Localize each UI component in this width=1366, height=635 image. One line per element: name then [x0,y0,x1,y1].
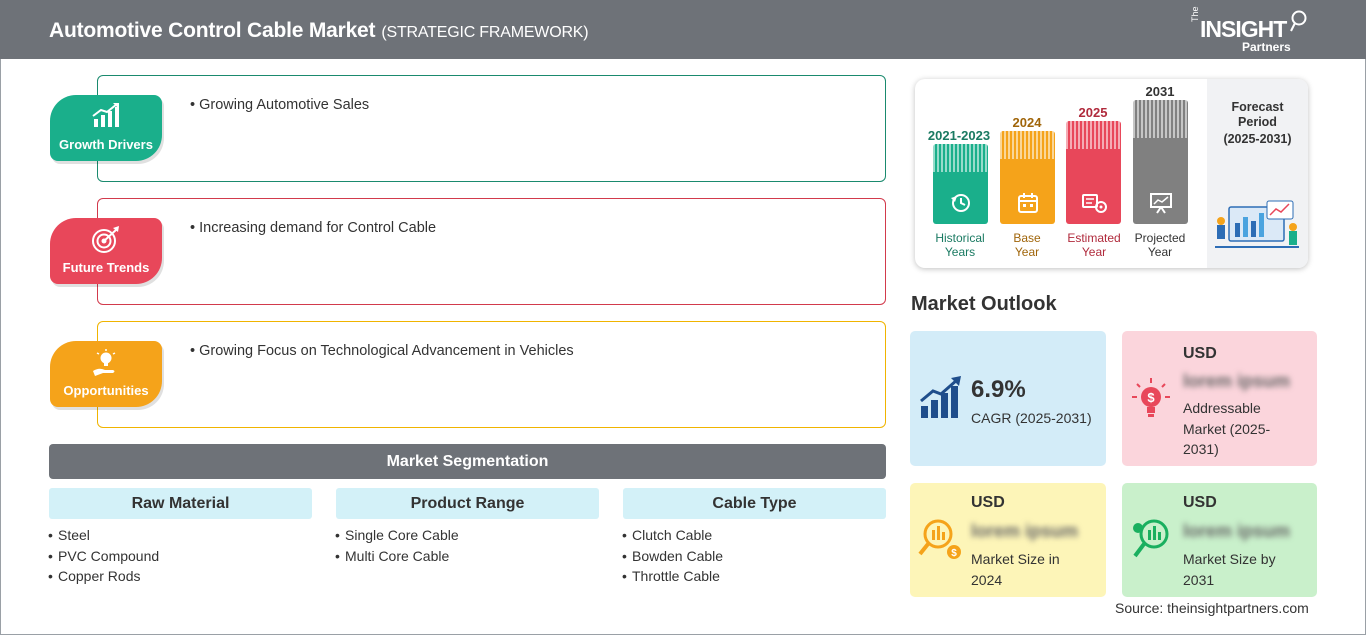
size2031-value-blurred: lorem ipsum [1183,521,1291,541]
bar-projected [1133,100,1188,224]
future-trends-box: • Increasing demand for Control Cable [97,198,886,305]
svg-text:$: $ [951,548,957,559]
segment-header: Product Range [336,488,599,519]
size2024-usd: USD [971,494,1005,511]
calendar-icon [1018,193,1038,213]
svg-text:$: $ [1147,390,1155,405]
list-item: PVC Compound [48,546,312,567]
segment-header: Cable Type [623,488,886,519]
list-item: Copper Rods [48,566,312,587]
bar-historical [933,144,988,224]
future-trends-badge: Future Trends [50,218,162,284]
cagr-label: CAGR (2025-2031) [971,410,1092,426]
page-title: Automotive Control Cable Market(STRATEGI… [49,19,589,42]
history-icon [951,194,970,212]
segment-product-range: Product Range Single Core Cable Multi Co… [335,488,599,567]
size2031-usd: USD [1183,494,1217,511]
bar-estimated [1066,121,1121,224]
header-bar: Automotive Control Cable Market(STRATEGI… [0,0,1366,59]
list-item: Throttle Cable [622,566,886,587]
future-trends-text: • Increasing demand for Control Cable [190,220,437,236]
presentation-icon [1150,193,1172,214]
growth-drivers-badge: Growth Drivers [50,95,162,161]
estimate-icon [1082,194,1107,213]
segment-header: Raw Material [49,488,312,519]
list-item: Steel [48,525,312,546]
page-subtitle: (STRATEGIC FRAMEWORK) [381,24,589,41]
forecast-panel: Forecast Period (2025-2031) [1207,79,1308,268]
logo-magnifier-icon [1290,10,1307,32]
list-item: Single Core Cable [335,525,599,546]
market-size-forecast-icon [1133,519,1169,558]
segment-raw-material: Raw Material Steel PVC Compound Copper R… [48,488,312,587]
forecast-label: Forecast Period [1231,100,1284,129]
addressable-value-blurred: lorem ipsum [1183,371,1291,391]
list-item: Clutch Cable [622,525,886,546]
opportunities-text: • Growing Focus on Technological Advance… [190,343,574,359]
cagr-value: 6.9% [971,376,1026,403]
forecast-range: (2025-2031) [1223,132,1292,146]
cagr-growth-icon [920,376,961,418]
opportunities-box: • Growing Focus on Technological Advance… [97,321,886,428]
list-item: Multi Core Cable [335,546,599,567]
market-outlook-title: Market Outlook [911,293,1057,315]
dollar-bulb-icon: $ [1132,378,1170,417]
growth-drivers-text: • Growing Automotive Sales [190,97,370,113]
target-icon [92,226,119,253]
size2024-value-blurred: lorem ipsum [971,521,1079,541]
opportunities-badge: Opportunities [50,341,162,407]
cagr-card: 6.9% CAGR (2025-2031) [910,331,1106,466]
analyst-dashboard-icon [1215,200,1299,248]
list-item: Bowden Cable [622,546,886,567]
lightbulb-hand-icon [93,349,116,376]
growth-chart-icon [92,103,119,127]
addressable-usd: USD [1183,345,1217,362]
year-historical: 2021-2023 [927,128,991,143]
market-size-coin-icon: $ [918,519,961,559]
market-segmentation-bar: Market Segmentation [49,444,886,479]
year-projected: 2031 [1145,84,1175,99]
bar-base [1000,131,1055,224]
insight-partners-logo: The INSIGHT Partners [1190,6,1310,54]
segment-cable-type: Cable Type Clutch Cable Bowden Cable Thr… [622,488,886,587]
source-citation: Source: theinsightpartners.com [1115,600,1309,616]
growth-drivers-box: • Growing Automotive Sales [97,75,886,182]
year-base: 2024 [1012,115,1042,130]
year-estimated: 2025 [1078,105,1108,120]
